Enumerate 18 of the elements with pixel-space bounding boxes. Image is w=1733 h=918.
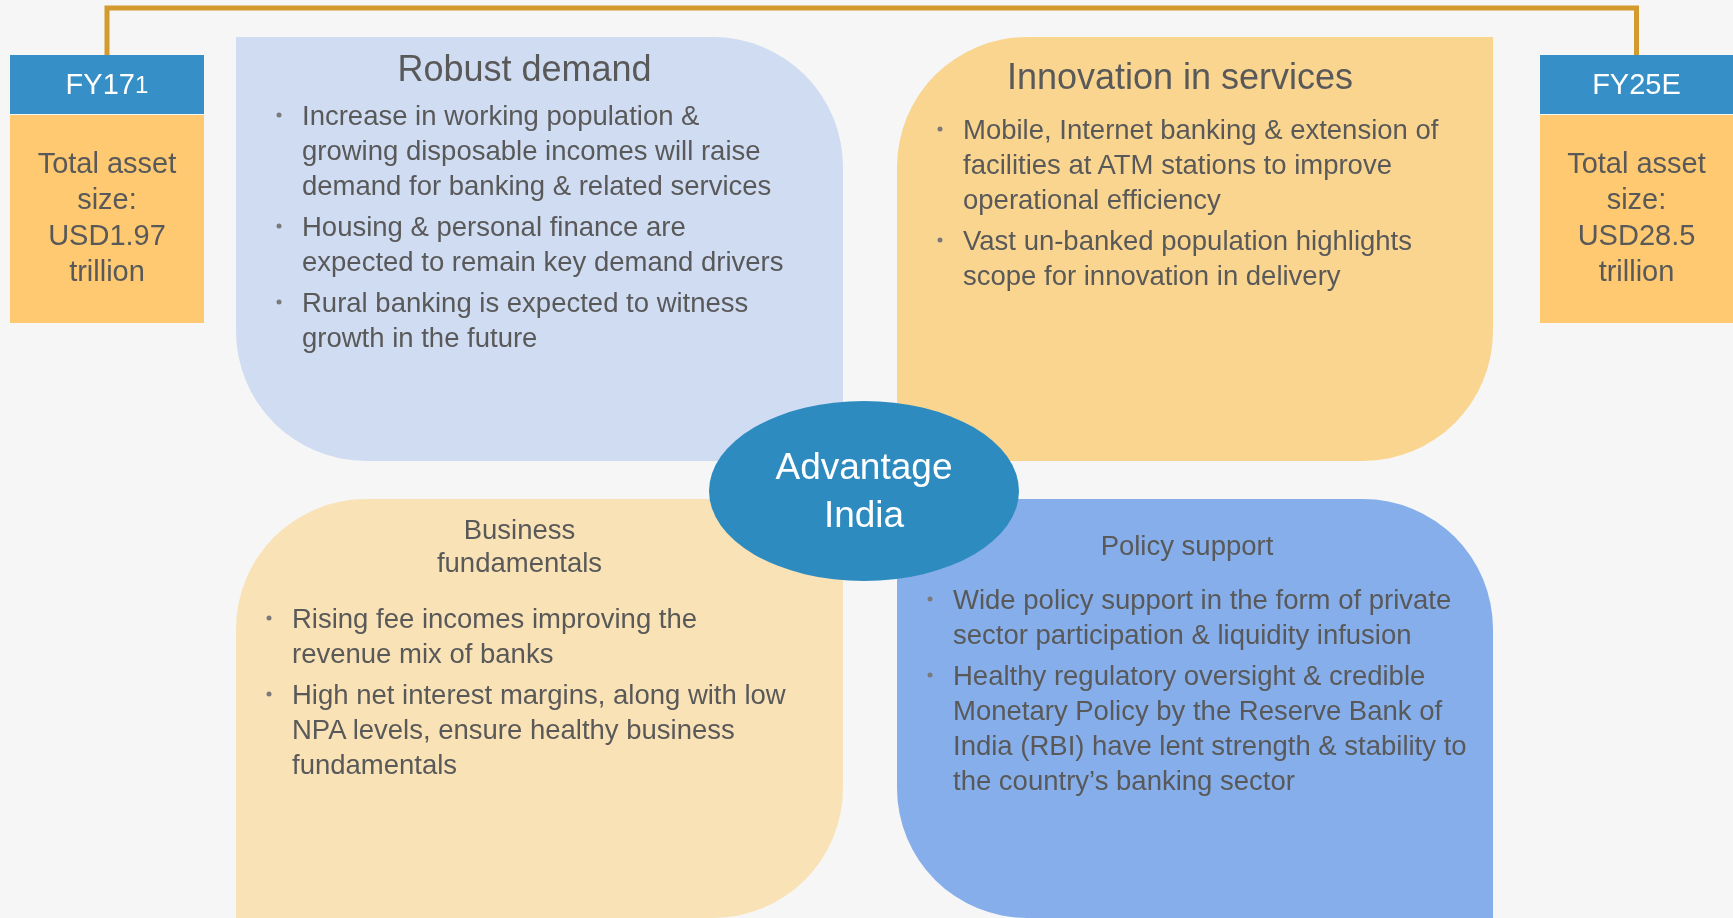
year-header: FY25E (1540, 55, 1733, 114)
panel-heading: Policy support (1099, 529, 1275, 562)
center-title: Advantage India (774, 445, 954, 537)
asset-size-text: Total asset size: USD1.97 trillion (36, 146, 178, 289)
bullet-text: Vast un-banked population highlights scope for innovation in delivery (963, 225, 1412, 292)
connector-line (104, 5, 1639, 55)
bullet-text: Wide policy support in the form of private sector participation & liquidity infusion (953, 584, 1452, 650)
bullet-text: Rising fee incomes improving the revenue mix of banks (292, 603, 698, 669)
asset-size-text: Total asset size: USD28.5 trillion (1566, 146, 1707, 289)
bullet-text: Rural banking is expected to witness growth in the future (302, 287, 749, 354)
bullet-text: Housing & personal finance are expected to remain key demand drivers (302, 211, 784, 278)
panel-heading: Business fundamentals (435, 513, 604, 579)
bullet-text: High net interest margins, along with low NPA levels, ensure healthy business fundamentals (292, 679, 786, 780)
panel-heading: Innovation in services (1005, 55, 1355, 99)
panel-heading: Robust demand (396, 47, 653, 91)
bullet-text: Increase in working population & growing disposable incomes will raise demand for banking & related services (302, 100, 772, 202)
bullet-text: Healthy regulatory oversight & credible Monetary Policy by the Reserve Bank of India (RBI) have lent strength & stability to the country’s banking sector (953, 660, 1467, 796)
bullet-text: Mobile, Internet banking & extension of facilities at ATM stations to improve operational efficiency (963, 114, 1439, 216)
